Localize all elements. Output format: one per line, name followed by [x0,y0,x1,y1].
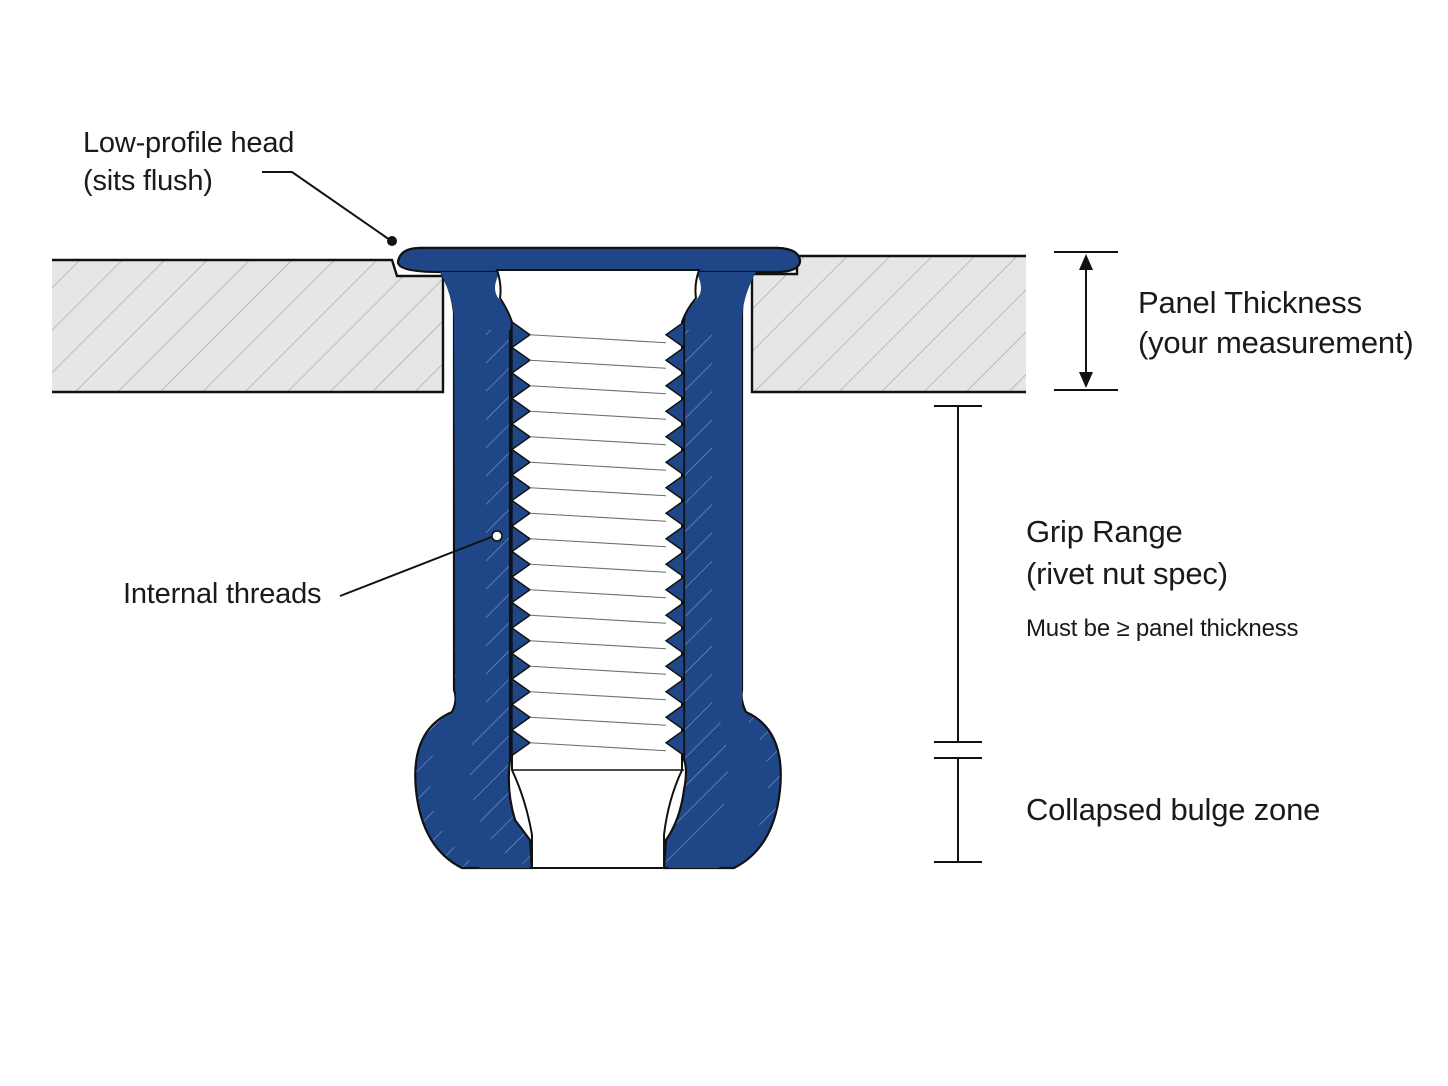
thread-helix-line [529,742,667,752]
panel-left [52,258,445,394]
thread-tooth-left [511,448,532,477]
grip-range-dimension [934,405,982,743]
panel-right [750,254,1026,394]
thread-helix-line [529,563,667,573]
thread-tooth-right [664,473,685,502]
thread-helix-line [529,665,667,675]
thread-helix-line [529,589,667,599]
panel-thickness-label-line1: Panel Thickness [1138,285,1362,320]
head-label-line2: (sits flush) [83,165,213,197]
thread-tooth-right [664,346,685,375]
grip-range-note: Must be ≥ panel thickness [1026,615,1299,642]
thread-tooth-right [664,499,685,528]
thread-tooth-right [664,320,685,349]
grip-range-label-line2: (rivet nut spec) [1026,556,1228,591]
threads-label: Internal threads [123,578,322,610]
thread-helix-line [529,436,667,446]
thread-helix-line [529,614,667,624]
bulge-zone-dimension [934,757,982,863]
thread-tooth-left [511,397,532,426]
panel-thickness-dimension [1054,251,1118,391]
thread-tooth-right [664,601,685,630]
thread-helix-line [529,461,667,471]
rivet-nut-sleeve-right [668,312,769,868]
thread-helix-line [529,334,667,344]
thread-helix-line [529,487,667,497]
grip-range-label-line1: Grip Range [1026,514,1183,549]
thread-tooth-left [511,524,532,553]
leader-threads [339,530,503,597]
thread-tooth-right [664,626,685,655]
leader-head [262,171,397,246]
thread-helix-line [529,691,667,701]
thread-tooth-left [511,346,532,375]
thread-tooth-left [511,371,532,400]
thread-helix-line [529,512,667,522]
thread-tooth-right [664,397,685,426]
thread-tooth-left [511,473,532,502]
thread-tooth-right [664,524,685,553]
thread-tooth-left [511,575,532,604]
rivet-nut-flange [396,246,802,274]
thread-tooth-left [511,320,532,349]
thread-helix-line [529,538,667,548]
panel-thickness-label-line2: (your measurement) [1138,325,1414,360]
thread-tooth-left [511,626,532,655]
thread-tooth-left [511,677,532,706]
thread-tooth-left [511,652,532,681]
thread-tooth-left [511,550,532,579]
thread-helix-line [529,359,667,369]
thread-tooth-right [664,703,685,732]
rivet-nut [396,246,802,870]
thread-tooth-right [664,652,685,681]
thread-tooth-left [511,728,532,757]
thread-tooth-left [511,703,532,732]
thread-tooth-right [664,550,685,579]
rivet-nut-sleeve-left [429,312,530,868]
rivet-nut-neck-left [440,272,511,330]
bulge-zone-label: Collapsed bulge zone [1026,792,1321,827]
thread-helix-line [529,385,667,395]
thread-tooth-left [511,499,532,528]
head-label-line1: Low-profile head [83,127,295,159]
thread-helix-line [529,640,667,650]
thread-tooth-left [511,601,532,630]
thread-tooth-left [511,422,532,451]
internal-threads [511,320,685,757]
thread-tooth-right [664,677,685,706]
thread-helix-line [529,410,667,420]
thread-helix-line [529,716,667,726]
thread-tooth-right [664,448,685,477]
thread-tooth-right [664,371,685,400]
rivet-nut-neck-right [685,272,756,330]
thread-tooth-right [664,728,685,757]
thread-tooth-right [664,422,685,451]
thread-tooth-right [664,575,685,604]
